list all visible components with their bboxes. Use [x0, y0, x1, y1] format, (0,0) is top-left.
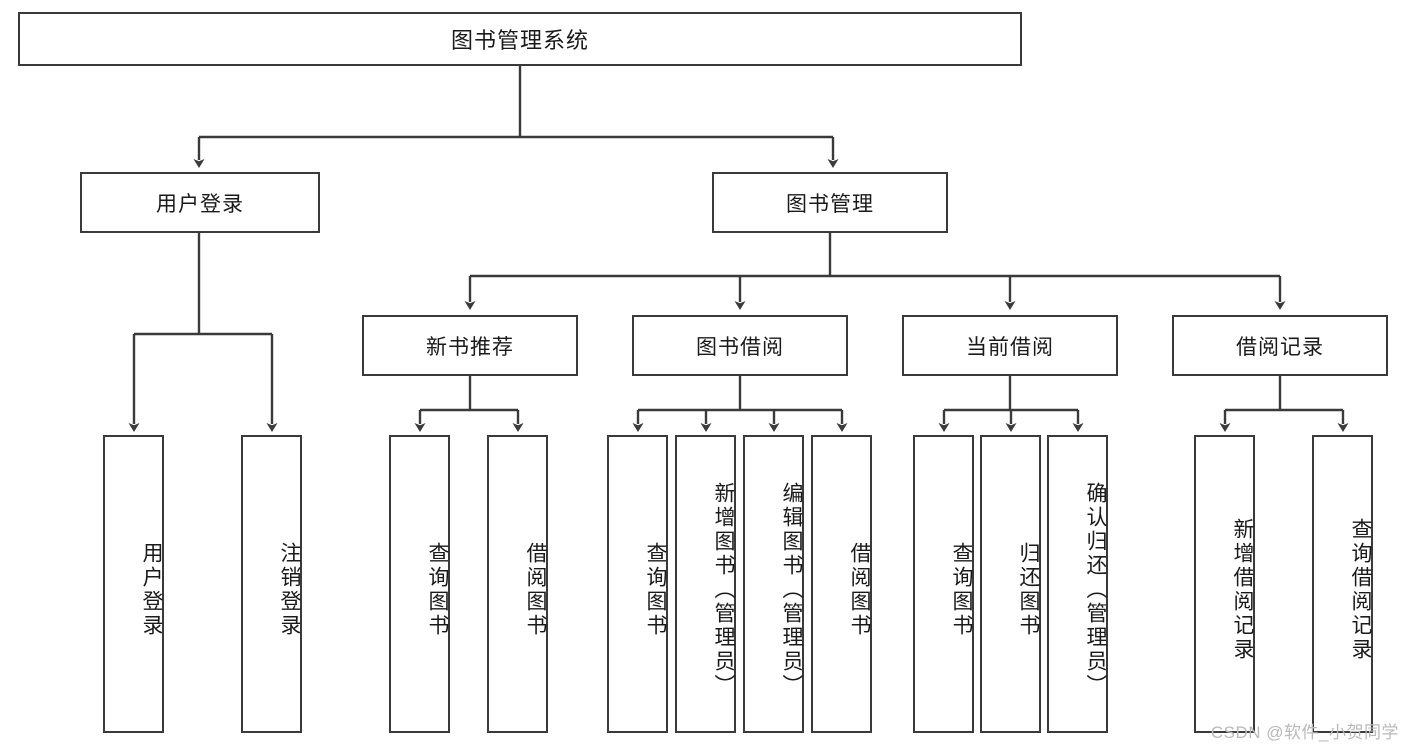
node-label: 用户登录: [156, 192, 244, 216]
node-user-login[interactable]: 用户登录: [80, 172, 320, 233]
node-leaf-query-book-3[interactable]: 查询图书: [913, 435, 974, 733]
node-label: 借阅记录: [1236, 335, 1324, 359]
node-label: 查询图书: [950, 542, 973, 638]
node-leaf-user-login[interactable]: 用户登录: [103, 435, 164, 733]
node-leaf-query-book-2[interactable]: 查询图书: [607, 435, 668, 733]
node-borrow-record[interactable]: 借阅记录: [1172, 315, 1388, 376]
node-label: 注销登录: [278, 542, 301, 638]
node-label: 新增借阅记录: [1231, 518, 1254, 662]
node-leaf-confirm-return[interactable]: 确认归还（管理员）: [1047, 435, 1108, 733]
node-label: 当前借阅: [966, 335, 1054, 359]
node-label: 查询图书: [426, 542, 449, 638]
node-leaf-logout-login[interactable]: 注销登录: [241, 435, 302, 733]
node-label: 借阅图书: [524, 542, 547, 638]
node-leaf-edit-book[interactable]: 编辑图书（管理员）: [743, 435, 804, 733]
node-label: 编辑图书（管理员）: [780, 482, 803, 698]
node-label: 新书推荐: [426, 335, 514, 359]
node-label: 借阅图书: [848, 542, 871, 638]
node-label: 图书管理系统: [450, 28, 589, 53]
node-root-system[interactable]: 图书管理系统: [18, 12, 1022, 66]
watermark-text: CSDN @软件_小贺同学: [1210, 723, 1399, 742]
node-label: 新增图书（管理员）: [712, 482, 735, 698]
node-leaf-query-record[interactable]: 查询借阅记录: [1312, 435, 1373, 733]
node-label: 用户登录: [140, 542, 163, 638]
node-label: 图书管理: [786, 192, 874, 216]
node-leaf-borrow-book-2[interactable]: 借阅图书: [811, 435, 872, 733]
node-label: 确认归还（管理员）: [1084, 482, 1107, 698]
node-book-management[interactable]: 图书管理: [712, 172, 948, 233]
node-label: 查询借阅记录: [1349, 518, 1372, 662]
node-new-book-recommend[interactable]: 新书推荐: [362, 315, 578, 376]
node-book-borrow[interactable]: 图书借阅: [632, 315, 848, 376]
node-label: 图书借阅: [696, 335, 784, 359]
node-current-borrow[interactable]: 当前借阅: [902, 315, 1118, 376]
node-label: 归还图书: [1017, 542, 1040, 638]
node-leaf-borrow-book-1[interactable]: 借阅图书: [487, 435, 548, 733]
node-leaf-add-record[interactable]: 新增借阅记录: [1194, 435, 1255, 733]
node-leaf-query-book-1[interactable]: 查询图书: [389, 435, 450, 733]
node-leaf-add-book[interactable]: 新增图书（管理员）: [675, 435, 736, 733]
node-label: 查询图书: [644, 542, 667, 638]
node-leaf-return-book[interactable]: 归还图书: [980, 435, 1041, 733]
